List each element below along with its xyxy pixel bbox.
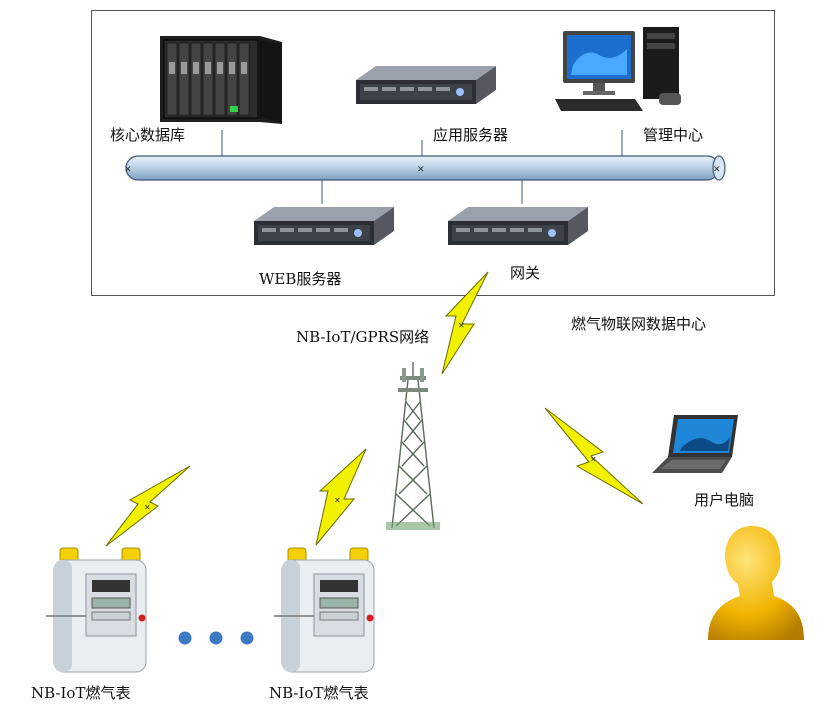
gas-meter-left-icon [46,547,147,673]
core-database-icon [160,36,282,124]
node-label-web-server: WEB服务器 [259,270,342,288]
device-label-user-pc: 用户电脑 [694,491,755,509]
user-laptop-icon [652,415,738,473]
datacenter-title: 燃气物联网数据中心 [571,315,707,333]
gateway-icon [448,207,588,245]
wireless-signal-user-icon: ✕ [544,407,644,505]
app-server-icon [356,66,496,104]
svg-text:✕: ✕ [713,165,721,175]
wireless-signal-gateway-icon: ✕ [441,271,489,375]
device-label-meter-right: NB-IoT燃气表 [269,684,369,702]
network-label: NB-IoT/GPRS网络 [296,328,430,346]
cell-tower-icon [386,362,440,530]
dot-3 [240,631,254,645]
svg-text:✕: ✕ [144,503,151,512]
datacenter-frame [91,10,775,296]
management-pc-icon [555,27,681,111]
ellipsis-dots [178,631,254,645]
device-label-meter-left: NB-IoT燃气表 [31,684,131,702]
svg-text:✕: ✕ [458,321,465,330]
gas-meter-right-icon [274,547,375,673]
node-label-app-server: 应用服务器 [433,126,509,144]
wireless-signal-meter1-icon: ✕ [105,465,191,547]
svg-text:✕: ✕ [417,165,425,175]
svg-text:✕: ✕ [124,165,132,175]
svg-text:✕: ✕ [334,496,341,505]
wireless-signal-meter2-icon: ✕ [315,448,367,546]
node-label-mgmt-center: 管理中心 [643,126,704,144]
web-server-icon [254,207,394,245]
svg-text:✕: ✕ [590,455,597,464]
dot-2 [209,631,223,645]
user-person-icon [708,526,804,640]
node-label-gateway: 网关 [510,264,541,282]
node-label-core-db: 核心数据库 [110,126,186,144]
dot-1 [178,631,192,645]
